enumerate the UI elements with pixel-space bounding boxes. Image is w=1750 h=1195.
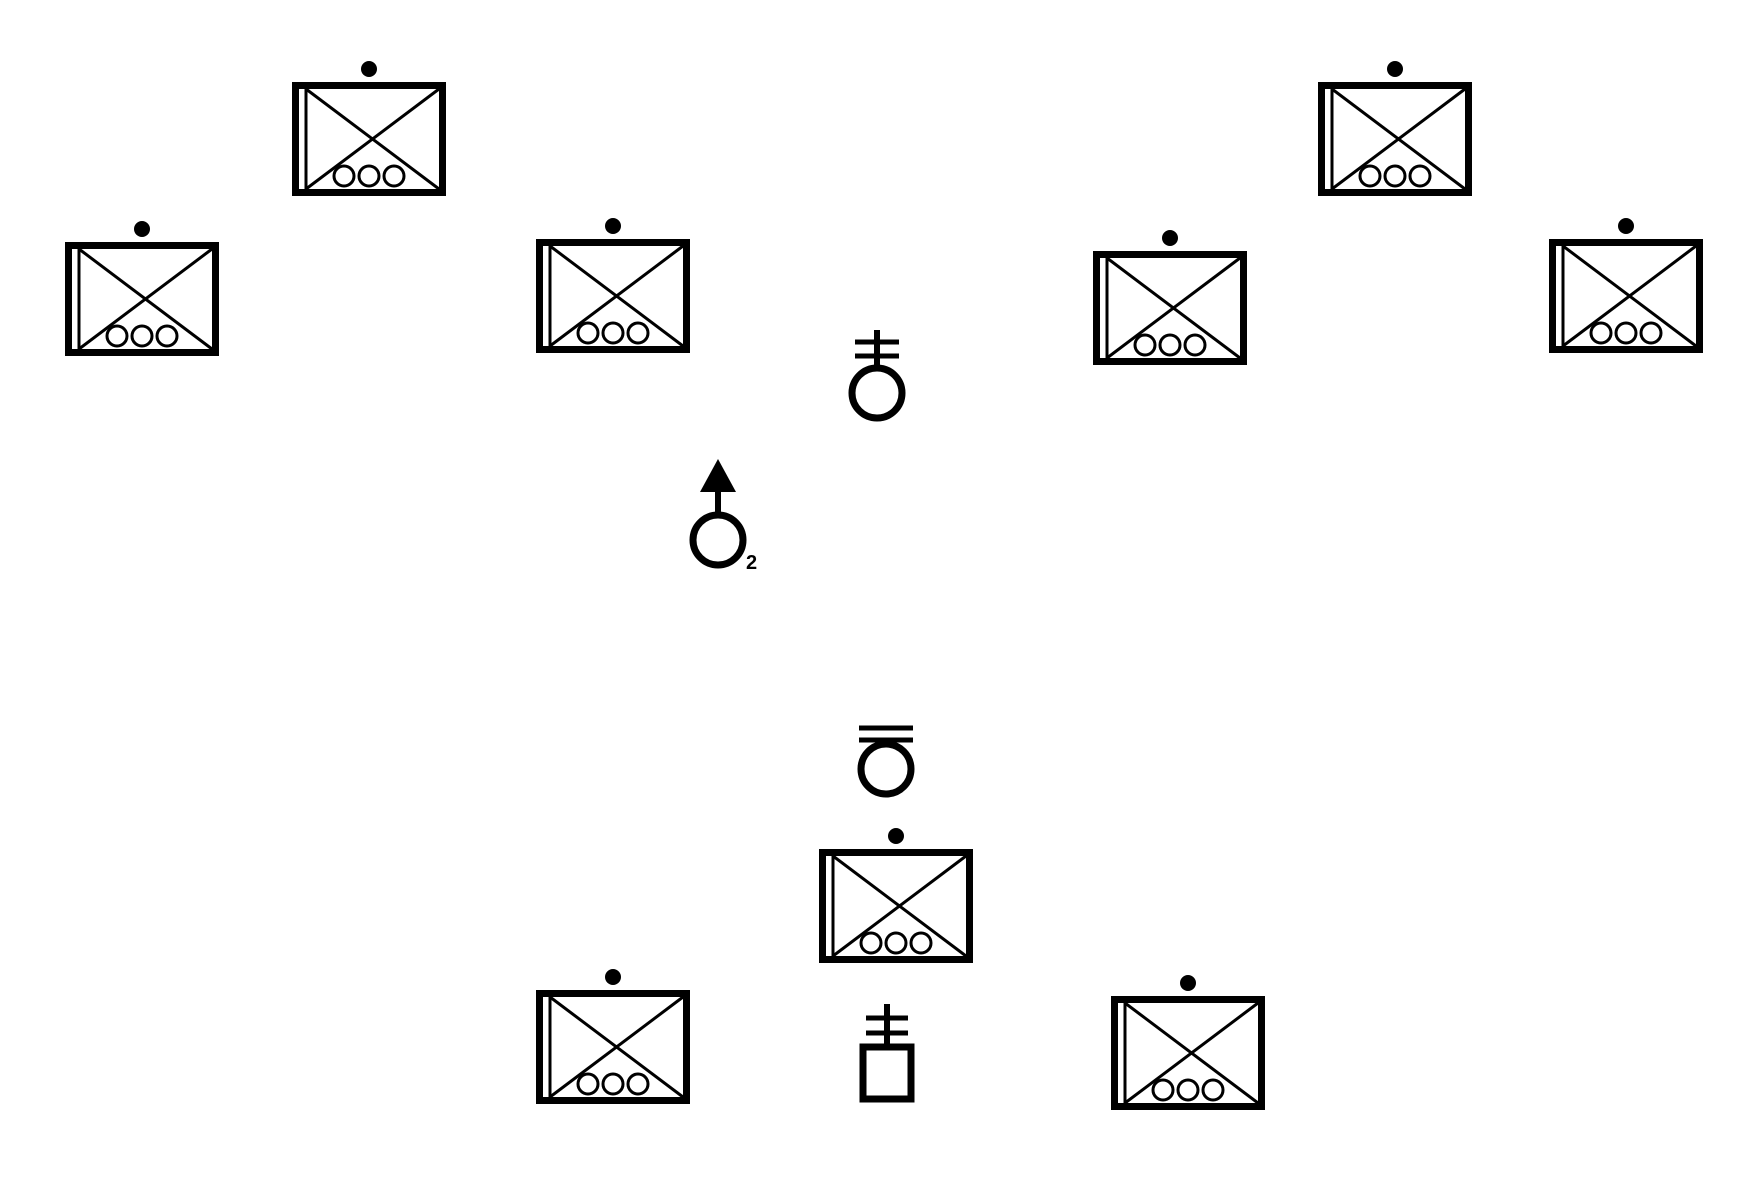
command-post-symbol <box>848 330 906 422</box>
vehicle-sub-label: 2 <box>746 552 757 574</box>
vehicle-symbol: 2 <box>689 459 757 574</box>
mech-unit-symbol <box>1097 230 1244 362</box>
mech-unit-symbol <box>1553 218 1700 350</box>
support-vehicle-symbol <box>857 725 915 798</box>
mech-unit-symbol <box>296 61 443 193</box>
mech-unit-symbol <box>540 218 687 350</box>
mech-unit-symbol <box>540 969 687 1101</box>
supply-vehicle-symbol <box>859 1004 915 1103</box>
mech-unit-symbol <box>1115 975 1262 1107</box>
mech-unit-symbol <box>69 221 216 353</box>
mech-unit-symbol <box>823 828 970 960</box>
mech-unit-symbol <box>1322 61 1469 193</box>
